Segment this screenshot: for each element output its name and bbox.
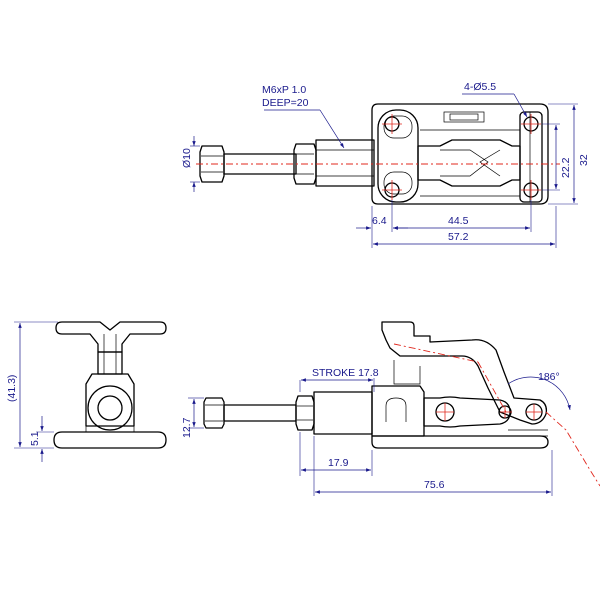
dim-17-9: 17.9 [328,457,349,469]
side-threaded-body [313,391,373,435]
top-centerlines [196,114,560,200]
side-handle [381,321,548,425]
dim-5-1: 5.1 [29,431,41,446]
angle-label: 186° [538,371,560,383]
angle-arc [507,376,571,411]
side-bracket [371,385,425,437]
top-hex-nut [199,145,225,183]
front-view: (41.3) 5.1 [6,321,167,462]
dim-dia-10: Ø10 [181,148,193,168]
stroke-label: STROKE 17.8 [312,367,379,379]
top-mounting-holes [384,116,539,198]
top-base-plate [371,103,549,205]
dim-44-5: 44.5 [448,215,469,227]
side-view: 186° STROKE 17.8 12.7 17.9 75.6 [181,321,600,496]
thread-label: M6xP 1.0 [262,84,306,96]
front-handle-top [55,321,167,353]
front-plunger-outer [87,385,133,431]
thread-depth-label: DEEP=20 [262,97,309,109]
side-handle-centerline [393,343,479,363]
front-neck [97,351,123,375]
dim-75-6: 75.6 [424,479,445,491]
side-hex-nut [203,397,225,429]
side-open-position-line [545,411,600,487]
hole-label: 4-Ø5.5 [464,81,496,93]
top-linkage [417,139,521,187]
dim-22-2: 22.2 [560,157,572,178]
front-body [85,373,135,427]
dim-57-2: 57.2 [448,231,469,243]
dim-32: 32 [578,154,590,166]
front-base [53,431,167,449]
dim-6-4: 6.4 [372,215,387,227]
top-threaded-body [315,139,375,187]
dim-41-3: (41.3) [6,375,18,402]
side-plunger-rod [223,404,297,422]
front-plunger-inner [97,395,123,421]
side-base-plate [371,435,549,449]
top-view: M6xP 1.0 DEEP=20 4-Ø5.5 Ø10 22.2 32 6.4 … [181,81,590,248]
dim-12-7: 12.7 [181,417,193,438]
